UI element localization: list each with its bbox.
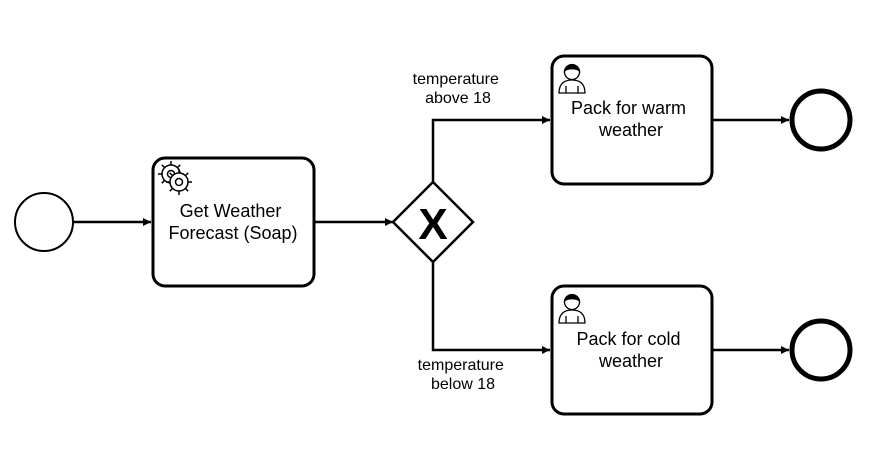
- end-event-warm[interactable]: [789, 88, 853, 152]
- task-label-line: Get Weather: [180, 201, 282, 221]
- task-label-line: weather: [598, 351, 663, 371]
- task-label-line: Pack for cold: [576, 329, 680, 349]
- task-label-line: weather: [598, 120, 663, 140]
- user-icon: [558, 293, 586, 324]
- task-label-line: Forecast (Soap): [168, 223, 297, 243]
- flow-label-line: above 18: [425, 90, 491, 107]
- exclusive-gateway[interactable]: X: [391, 180, 475, 264]
- flow-label-line: below 18: [431, 376, 495, 393]
- end-event-cold[interactable]: [789, 318, 853, 382]
- user-task-warm[interactable]: Pack for warm weather: [550, 54, 714, 186]
- flow-gateway-to-cold[interactable]: [431, 262, 550, 354]
- flow-label-line: temperature: [418, 357, 504, 374]
- cold-task-label: Pack for cold weather: [576, 329, 685, 371]
- task-label-line: Pack for warm: [571, 98, 686, 118]
- service-task[interactable]: Get Weather Forecast (Soap): [151, 156, 316, 288]
- service-task-label: Get Weather Forecast (Soap): [168, 201, 297, 243]
- warm-task-label: Pack for warm weather: [571, 98, 691, 140]
- flow-gateway-to-warm[interactable]: [431, 116, 550, 182]
- flow-label-above: temperature above 18: [413, 71, 504, 107]
- user-icon: [558, 63, 586, 94]
- user-task-cold[interactable]: Pack for cold weather: [550, 284, 714, 416]
- gateway-marker: X: [418, 200, 447, 249]
- flow-label-below: temperature below 18: [418, 357, 509, 393]
- start-event[interactable]: [14, 192, 74, 252]
- flow-label-line: temperature: [413, 71, 499, 88]
- sequence-flows: [74, 116, 789, 354]
- gear-icon: [158, 161, 192, 195]
